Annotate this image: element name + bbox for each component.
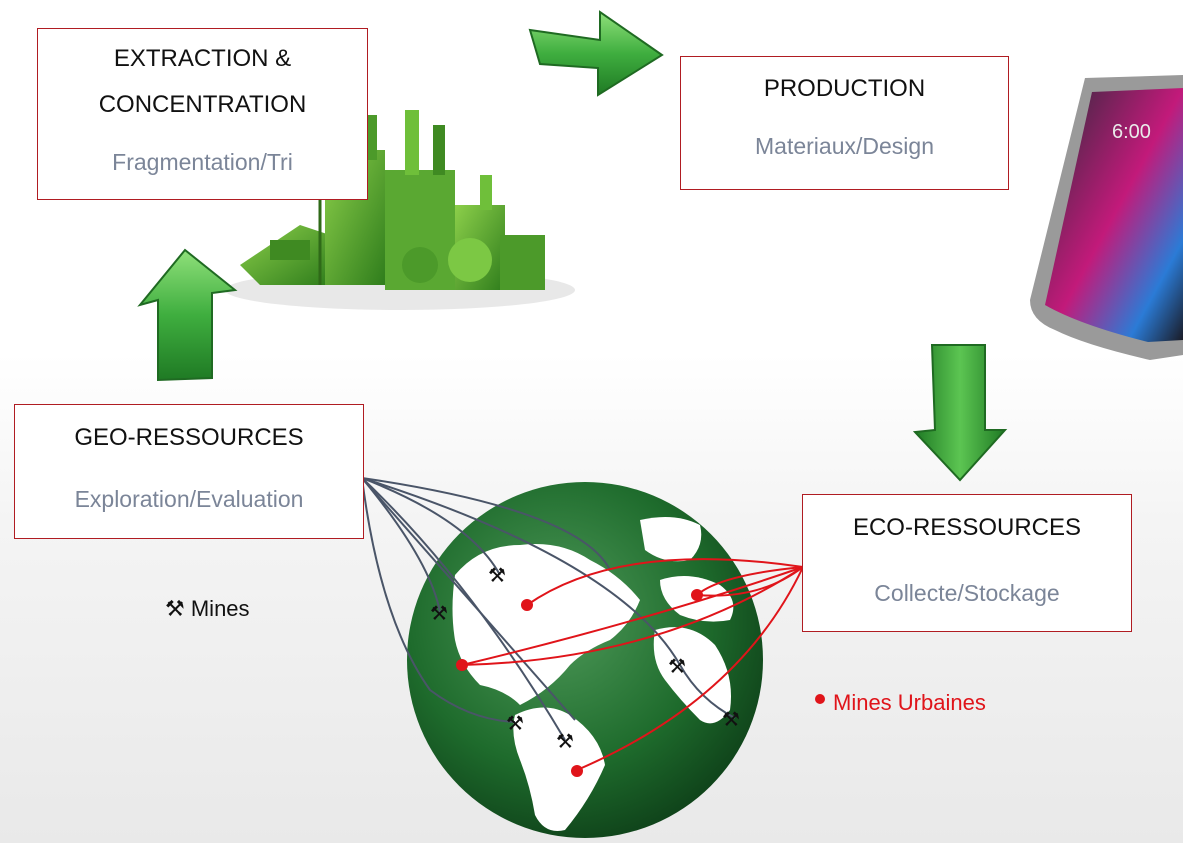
- legend-mines-label: Mines: [190, 596, 250, 621]
- pickaxe-icon: ⚒: [165, 596, 185, 621]
- legend-urban-mines: Mines Urbaines: [815, 690, 986, 716]
- pickaxe-icon: ⚒: [668, 654, 686, 678]
- mine-markers: ⚒ ⚒ ⚒ ⚒ ⚒ ⚒: [430, 563, 740, 753]
- legend-mines: ⚒ Mines: [165, 596, 250, 622]
- pickaxe-icon: ⚒: [488, 563, 506, 587]
- geo-box: GEO-RESSOURCES Exploration/Evaluation: [14, 404, 364, 539]
- factory-illustration: [225, 95, 575, 310]
- urban-mine-markers: [456, 589, 703, 777]
- eco-title: ECO-RESSOURCES: [852, 514, 1082, 541]
- geo-title: GEO-RESSOURCES: [74, 424, 304, 451]
- production-subtitle: Materiaux/Design: [755, 133, 934, 159]
- urban-connections: [461, 558, 804, 771]
- globe-illustration: [407, 482, 763, 838]
- pickaxe-icon: ⚒: [722, 707, 740, 731]
- arrow-production-to-eco: [912, 344, 1008, 482]
- phone-clock: 6:00: [1112, 121, 1151, 143]
- extraction-box: EXTRACTION & CONCENTRATION Fragmentation…: [37, 28, 368, 200]
- smartphone-illustration: 6:00: [1030, 75, 1183, 360]
- legend-urban-label: Mines Urbaines: [833, 690, 986, 715]
- red-dot-icon: [815, 694, 825, 704]
- extraction-title-line1: EXTRACTION &: [113, 45, 292, 72]
- eco-subtitle: Collecte/Stockage: [874, 580, 1060, 606]
- arrow-geo-to-extraction: [137, 248, 238, 382]
- pickaxe-icon: ⚒: [430, 601, 448, 625]
- eco-box: ECO-RESSOURCES Collecte/Stockage: [802, 494, 1132, 632]
- production-box: PRODUCTION Materiaux/Design: [680, 56, 1009, 190]
- pickaxe-icon: ⚒: [506, 711, 524, 735]
- arrow-extraction-to-production: [528, 10, 664, 97]
- extraction-subtitle: Fragmentation/Tri: [112, 149, 293, 175]
- geo-subtitle: Exploration/Evaluation: [74, 486, 304, 512]
- production-title: PRODUCTION: [763, 75, 926, 102]
- pickaxe-icon: ⚒: [556, 729, 574, 753]
- mine-connections: [361, 477, 736, 741]
- extraction-title-line2: CONCENTRATION: [98, 91, 307, 118]
